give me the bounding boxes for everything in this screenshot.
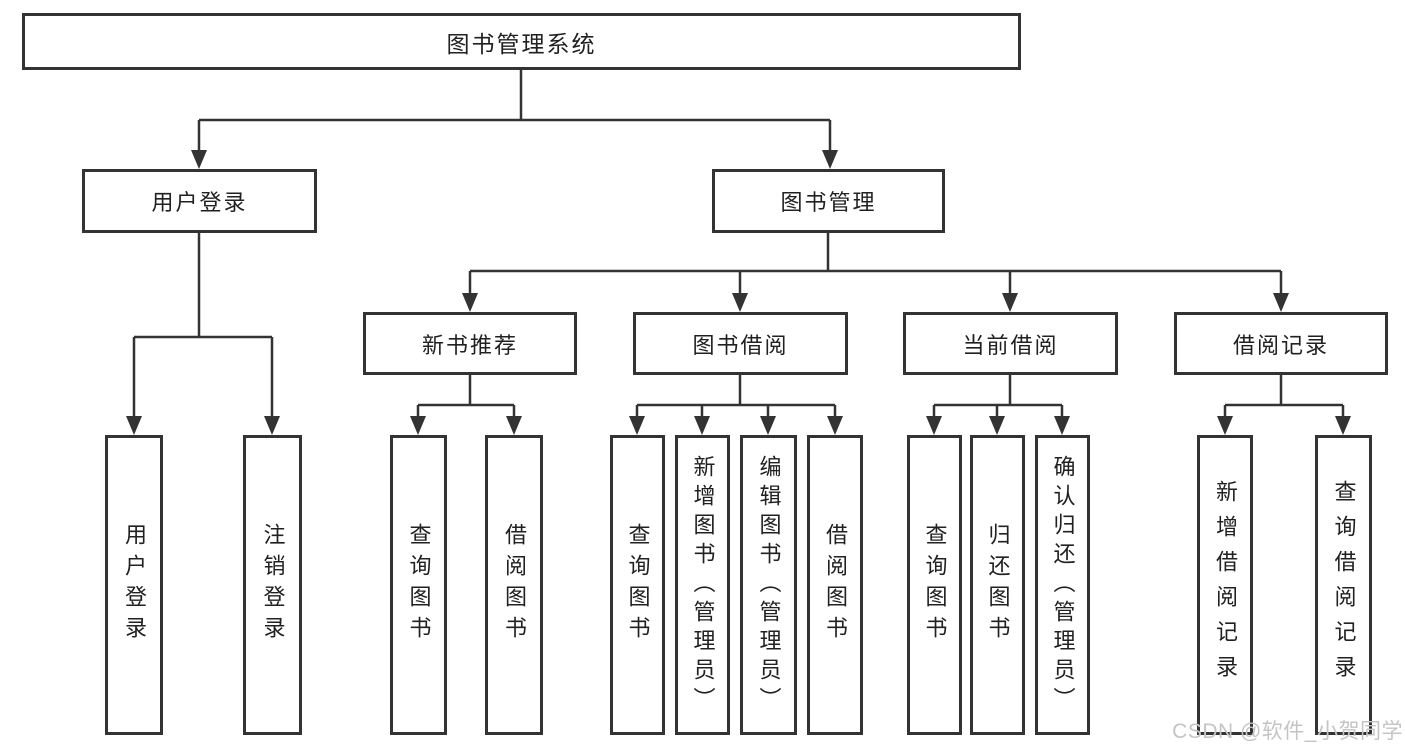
node-label: 借阅图书	[823, 523, 848, 647]
leaf-borrow-books-1: 借阅图书	[485, 435, 543, 735]
leaf-query-borrow-record: 查询借阅记录	[1315, 435, 1372, 735]
node-book-borrowing: 图书借阅	[633, 312, 848, 375]
leaf-query-books-1: 查询图书	[390, 435, 447, 735]
node-label: 图书管理系统	[446, 30, 597, 57]
node-user-login: 用户登录	[82, 169, 317, 233]
node-label: 用户登录	[122, 523, 147, 647]
node-label: 借阅记录	[1232, 332, 1329, 358]
node-current-borrowing: 当前借阅	[903, 312, 1118, 375]
leaf-user-login: 用户登录	[105, 435, 163, 735]
node-label: 查询借阅记录	[1331, 480, 1357, 690]
node-borrow-records: 借阅记录	[1174, 312, 1388, 375]
leaf-confirm-return-admin: 确认归还（管理员）	[1035, 435, 1090, 735]
leaf-borrow-books-2: 借阅图书	[807, 435, 863, 735]
node-new-book-recommend: 新书推荐	[363, 312, 577, 375]
leaf-return-books: 归还图书	[970, 435, 1025, 735]
node-label: 借阅图书	[502, 523, 527, 647]
node-label: 查询图书	[625, 523, 651, 647]
leaf-add-borrow-record: 新增借阅记录	[1197, 435, 1253, 735]
node-label: 确认归还（管理员）	[1050, 454, 1076, 716]
node-label: 图书管理	[780, 190, 877, 215]
watermark-text: CSDN @软件_小贺同学	[1172, 720, 1403, 743]
node-label: 用户登录	[151, 190, 248, 215]
arrowhead-icons	[126, 150, 1351, 435]
node-label: 图书借阅	[692, 332, 789, 358]
leaf-add-book-admin: 新增图书（管理员）	[675, 435, 730, 735]
node-label: 当前借阅	[962, 332, 1059, 358]
leaf-query-books-2: 查询图书	[610, 435, 665, 735]
node-label: 编辑图书（管理员）	[756, 454, 782, 716]
node-system-root: 图书管理系统	[22, 13, 1021, 70]
leaf-edit-book-admin: 编辑图书（管理员）	[740, 435, 797, 735]
node-label: 注销登录	[260, 523, 286, 647]
node-label: 新增借阅记录	[1213, 480, 1238, 690]
node-label: 归还图书	[985, 523, 1011, 647]
node-label: 查询图书	[922, 523, 948, 647]
node-label: 查询图书	[406, 523, 432, 647]
node-book-management: 图书管理	[712, 169, 945, 233]
node-label: 新书推荐	[421, 332, 518, 358]
node-label: 新增图书（管理员）	[690, 454, 716, 716]
leaf-query-books-3: 查询图书	[907, 435, 962, 735]
leaf-logout: 注销登录	[243, 435, 302, 735]
